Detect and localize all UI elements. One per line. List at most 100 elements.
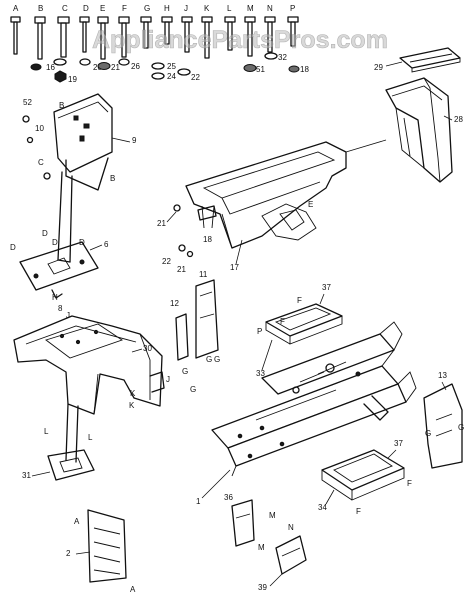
- part-34-footrest-lower: 37 F F 34: [318, 439, 412, 516]
- callout-13: 13: [438, 371, 447, 380]
- callout-11: 11: [199, 270, 208, 279]
- callout-12: 12: [170, 299, 179, 308]
- hw-letter-e: E: [100, 4, 105, 13]
- hw-letter-f: F: [122, 4, 127, 13]
- part-2-step-plate: A A 2: [66, 509, 136, 594]
- letter-j-side: J: [166, 375, 170, 384]
- nuts-and-washers: 16 19 20 21 26 25 24 22 51 32 18: [30, 52, 309, 84]
- part-29-bumper-cap: 29: [374, 47, 461, 73]
- hw-num-51: 51: [256, 65, 265, 74]
- callout-33: 33: [256, 369, 265, 378]
- part-1-main-frame: 1 K: [130, 321, 417, 506]
- letter-j-fender: J: [66, 311, 70, 320]
- letter-m-2: M: [258, 543, 265, 552]
- part-6-mount-plate: D D D D 6 8 H: [10, 229, 109, 313]
- hw-letter-j: J: [184, 4, 188, 13]
- part-17-hood: E 17 18 21 22 21: [157, 139, 387, 274]
- hw-num-18: 18: [300, 65, 309, 74]
- callout-29: 29: [374, 63, 383, 72]
- letter-n: N: [288, 523, 294, 532]
- letter-d-4: D: [79, 238, 85, 247]
- hw-letter-a: A: [13, 4, 19, 13]
- letter-f-2: F: [280, 317, 285, 326]
- letter-d-3: D: [52, 238, 58, 247]
- hw-letter-c: C: [62, 4, 68, 13]
- letter-f-1: F: [297, 296, 302, 305]
- letter-m-1: M: [269, 511, 276, 520]
- callout-37-lower: 37: [394, 439, 403, 448]
- callout-17: 17: [230, 263, 239, 272]
- letter-e: E: [308, 200, 313, 209]
- letter-b-top: B: [59, 101, 64, 110]
- letter-b-bottom: B: [110, 174, 115, 183]
- letter-a-bottom: A: [130, 585, 136, 594]
- hw-letter-l: L: [227, 4, 232, 13]
- callout-18: 18: [203, 235, 212, 244]
- watermark-logo: AppliancePartsPros.com: [92, 26, 388, 54]
- callout-2: 2: [66, 549, 71, 558]
- callout-34: 34: [318, 503, 327, 512]
- letter-h: H: [52, 293, 58, 302]
- callout-9: 9: [132, 136, 137, 145]
- hw-letter-h: H: [164, 4, 170, 13]
- part-13-side-bracket: 13 G G: [423, 371, 464, 469]
- part-31-seat-post: L L 31: [22, 403, 95, 481]
- callout-1: 1: [196, 497, 201, 506]
- hw-letter-p: P: [290, 4, 295, 13]
- letter-a-top: A: [74, 517, 80, 526]
- letter-d-2: D: [42, 229, 48, 238]
- callout-21-lower: 21: [177, 265, 186, 274]
- letter-d-1: D: [10, 243, 16, 252]
- part-30-fender: J 30 K J: [13, 311, 170, 415]
- letter-g-4: G: [190, 385, 196, 394]
- hw-letter-g: G: [144, 4, 150, 13]
- hw-num-26: 26: [131, 62, 140, 71]
- part-9-dashboard: 52 10 9 B B C: [22, 93, 137, 191]
- callout-21-upper: 21: [157, 219, 166, 228]
- hw-letter-b: B: [38, 4, 43, 13]
- part-11-12-brackets: 11 12 G G G G: [170, 270, 220, 394]
- letter-g-2: G: [206, 355, 212, 364]
- letter-l-1: L: [44, 427, 49, 436]
- hw-num-16: 16: [46, 63, 55, 72]
- part-28-grille: 28: [385, 77, 463, 183]
- callout-37-upper: 37: [322, 283, 331, 292]
- callout-28: 28: [454, 115, 463, 124]
- callout-8: 8: [58, 304, 63, 313]
- letter-g-1: G: [182, 367, 188, 376]
- hw-letter-k: K: [204, 4, 210, 13]
- letter-g-3: G: [214, 355, 220, 364]
- callout-6: 6: [104, 240, 109, 249]
- letter-g-6: G: [458, 423, 464, 432]
- hw-num-21: 21: [111, 63, 120, 72]
- hw-num-22: 22: [191, 73, 200, 82]
- part-33-footrest-upper: 37 F F P 33: [256, 283, 343, 378]
- callout-31: 31: [22, 471, 31, 480]
- callout-10: 10: [35, 124, 44, 133]
- callout-22: 22: [162, 257, 171, 266]
- letter-f-3: F: [407, 479, 412, 488]
- steering-column: [57, 171, 73, 263]
- hw-num-24: 24: [167, 72, 176, 81]
- hw-num-32: 32: [278, 53, 287, 62]
- hw-letter-d: D: [83, 4, 89, 13]
- hw-num-19: 19: [68, 75, 77, 84]
- letter-k-fender: K: [129, 401, 135, 410]
- hw-letter-m: M: [247, 4, 254, 13]
- callout-52: 52: [23, 98, 32, 107]
- part-36-39-brackets: 36 M M N 39: [224, 493, 307, 592]
- letter-l-2: L: [88, 433, 93, 442]
- hardware-row: A B C D E F G H J K L M N P: [10, 4, 309, 84]
- callout-30: 30: [143, 344, 152, 353]
- letter-g-5: G: [425, 429, 431, 438]
- callout-36: 36: [224, 493, 233, 502]
- letter-p: P: [257, 327, 262, 336]
- letter-c: C: [38, 158, 44, 167]
- hw-letter-n: N: [267, 4, 273, 13]
- bolts: [10, 16, 299, 60]
- hardware-letter-labels: A B C D E F G H J K L M N P: [13, 4, 295, 13]
- letter-k-frame: K: [130, 389, 136, 398]
- callout-39: 39: [258, 583, 267, 592]
- hw-num-20: 20: [93, 63, 102, 72]
